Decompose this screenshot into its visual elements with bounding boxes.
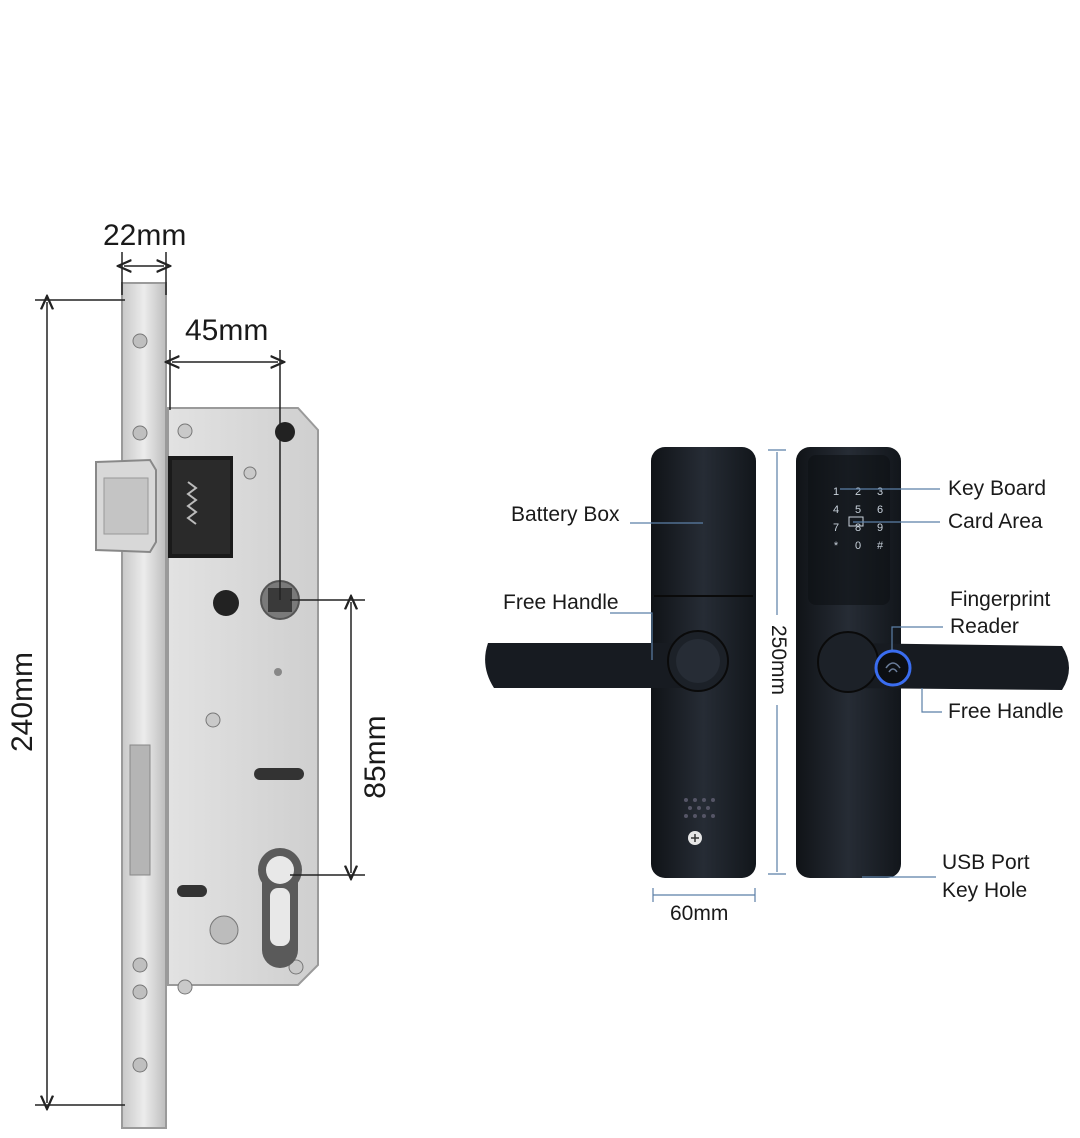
callout-key-board: Key Board (948, 477, 1047, 500)
screw-icon (177, 423, 193, 439)
fingerprint-icon (874, 649, 912, 687)
keypad-key: 8 (855, 522, 861, 534)
fingerprint-leader (891, 626, 943, 650)
screw-icon (132, 957, 148, 973)
keypad-key: 3 (877, 486, 883, 498)
free-handle-right-leader (921, 688, 942, 713)
keypad-key: 2 (855, 486, 861, 498)
callout-key-hole: Key Hole (942, 879, 1028, 902)
callout-free-handle-left: Free Handle (503, 591, 619, 614)
dim-250mm-label: 250mm (766, 615, 790, 705)
dim-240mm-label: 240mm (6, 651, 39, 753)
deadbolt-slot (129, 744, 151, 876)
keypad-key: 9 (877, 522, 883, 534)
keypad-key: 4 (833, 504, 839, 516)
keypad-key: 6 (877, 504, 883, 516)
keypad-area (808, 455, 890, 605)
screw-icon (205, 712, 221, 728)
callout-lines (610, 488, 943, 878)
handle-outside-unit (796, 447, 1069, 878)
callout-card-area: Card Area (948, 510, 1043, 533)
callout-fingerprint-line2: Reader (950, 615, 1019, 638)
dim-85mm-label: 85mm (359, 715, 392, 799)
mortise-lock (35, 252, 365, 1129)
callout-free-handle-right: Free Handle (948, 700, 1064, 723)
speaker-grille (684, 798, 715, 818)
screw-icon (288, 959, 304, 975)
screw-icon (132, 984, 148, 1000)
top-pivot (275, 422, 295, 442)
free-handle-left-leader (610, 612, 653, 660)
callout-usb-port: USB Port (942, 851, 1030, 874)
slot (177, 885, 207, 897)
screw-icon (132, 425, 148, 441)
mount-hole (213, 590, 239, 616)
keypad-key: 5 (855, 504, 861, 516)
keypad-key: 1 (833, 486, 839, 498)
screw-icon (132, 1057, 148, 1073)
screw-icon (177, 979, 193, 995)
keypad-key: 0 (855, 540, 861, 552)
slot (254, 768, 304, 780)
keypad-key: 7 (833, 522, 839, 534)
dim-60mm-label: 60mm (670, 902, 729, 925)
callout-battery-box: Battery Box (511, 503, 620, 526)
mount-hole (209, 915, 239, 945)
screw-icon (132, 333, 148, 349)
keypad-key: * (834, 540, 839, 552)
dim-22mm-label: 22mm (103, 219, 187, 252)
keypad: 1 2 3 4 5 6 7 8 9 * 0 # (833, 486, 884, 552)
dim-45mm-label: 45mm (185, 314, 269, 347)
callout-fingerprint-line1: Fingerprint (950, 588, 1051, 611)
handle-inside-unit (485, 447, 756, 878)
mortise-faceplate (121, 282, 167, 1129)
inside-lever (485, 643, 700, 688)
keypad-key: # (877, 540, 884, 552)
